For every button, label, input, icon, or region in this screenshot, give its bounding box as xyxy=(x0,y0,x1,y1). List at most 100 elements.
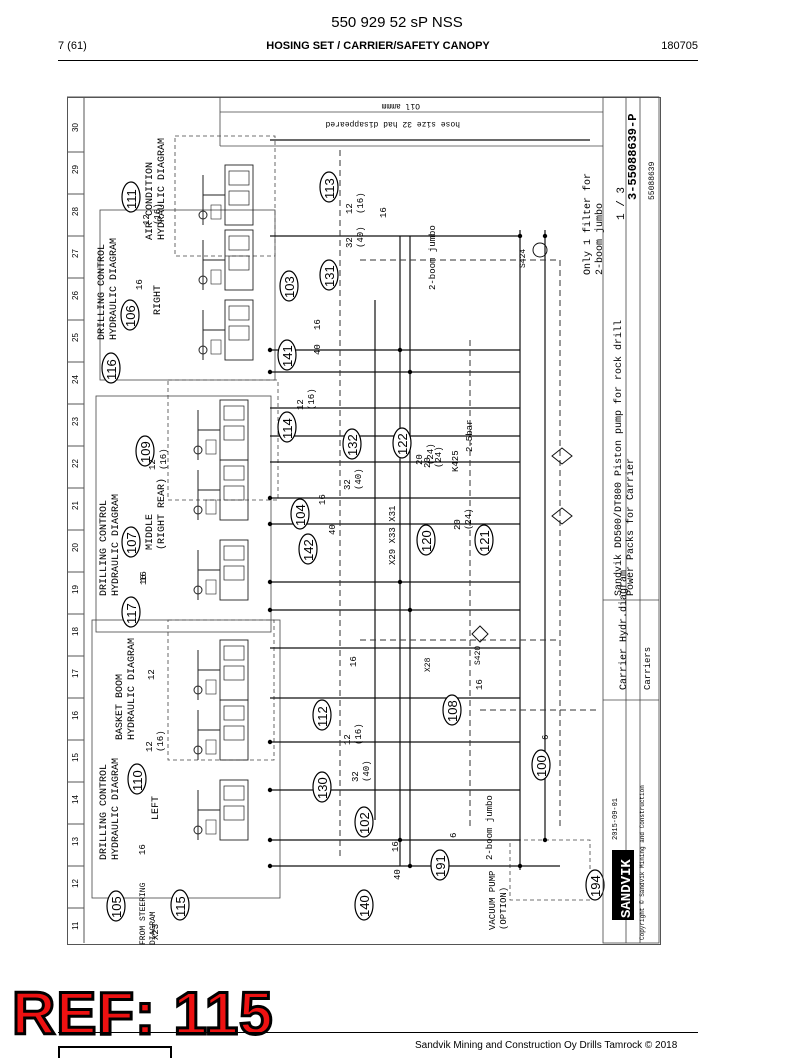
callout-122[interactable]: 122 xyxy=(392,427,412,459)
svg-text:3-55088639-P: 3-55088639-P xyxy=(626,114,640,200)
column-label-23: 23 xyxy=(71,417,80,426)
footer-divider xyxy=(58,1032,698,1033)
title-subtitle-2: Carriers xyxy=(643,647,653,690)
svg-text:Copyright © Sandvik Mining and: Copyright © Sandvik Mining and Construct… xyxy=(639,785,646,940)
junction-dot xyxy=(267,863,273,869)
callout-117[interactable]: 117 xyxy=(121,596,141,628)
valve-block xyxy=(193,779,249,841)
callout-115[interactable]: 115 xyxy=(170,889,190,921)
callout-121[interactable]: 121 xyxy=(474,524,494,556)
hose-size-103: 16 xyxy=(313,319,323,330)
callout-116[interactable]: 116 xyxy=(101,352,121,384)
callout-105[interactable]: 105 xyxy=(106,890,126,922)
callout-109[interactable]: 109 xyxy=(135,435,155,467)
svg-text:K425: K425 xyxy=(451,450,461,472)
callout-140[interactable]: 140 xyxy=(354,889,374,921)
callout-130[interactable]: 130 xyxy=(312,771,332,803)
svg-text:2.5bar: 2.5bar xyxy=(465,420,475,452)
title-subtitle: Carrier Hydr.diagram xyxy=(618,570,630,690)
hose-size-107: 16 xyxy=(139,574,149,585)
hose-size-105: 16 xyxy=(138,844,148,855)
svg-text:HYDRAULIC DIAGRAM: HYDRAULIC DIAGRAM xyxy=(109,238,120,340)
column-label-13: 13 xyxy=(71,837,80,846)
svg-text:(40): (40) xyxy=(356,226,366,248)
callout-131[interactable]: 131 xyxy=(319,259,339,291)
callout-191[interactable]: 191 xyxy=(430,849,450,881)
hose-size-104: 16 xyxy=(318,494,328,505)
svg-text:DRILLING CONTROL: DRILLING CONTROL xyxy=(97,244,108,340)
two-boom-label-a: 2-boom jumbo xyxy=(485,795,495,860)
callout-112[interactable]: 112 xyxy=(312,699,332,731)
hose-size-110: 12(16) xyxy=(145,730,166,752)
callout-106[interactable]: 106 xyxy=(120,299,140,331)
hose-size-141: 40 xyxy=(313,344,323,355)
svg-text:AIR CONDITION: AIR CONDITION xyxy=(145,162,156,240)
callout-107[interactable]: 107 xyxy=(121,526,141,558)
svg-text:SANDVIK: SANDVIK xyxy=(619,859,635,918)
callout-bubbles[interactable]: 105 115 140 191 194 102 130 110 112 108 100 117 107 1… xyxy=(101,171,605,922)
svg-text:6: 6 xyxy=(449,833,459,838)
svg-text:30: 30 xyxy=(71,123,80,132)
right-label: RIGHT xyxy=(153,285,164,315)
svg-text:X28: X28 xyxy=(424,657,433,672)
svg-text:16: 16 xyxy=(139,571,149,582)
column-label-22: 22 xyxy=(71,459,80,468)
svg-text:LEFT: LEFT xyxy=(151,796,162,820)
junction-dot xyxy=(517,863,523,869)
junction-dots xyxy=(267,233,548,869)
svg-text:12: 12 xyxy=(142,214,152,225)
column-label-28: 28 xyxy=(71,207,80,216)
basket-boom-box xyxy=(167,619,275,761)
svg-text:26: 26 xyxy=(71,291,80,300)
valve-blocks xyxy=(193,164,254,841)
svg-text:BASKET BOOM: BASKET BOOM xyxy=(115,674,126,740)
svg-text:104: 104 xyxy=(293,504,308,526)
callout-194[interactable]: 194 xyxy=(585,869,605,901)
callout-108[interactable]: 108 xyxy=(442,694,462,726)
callout-111[interactable]: 111 xyxy=(121,181,141,213)
svg-text:16: 16 xyxy=(71,711,80,720)
callout-100[interactable]: 100 xyxy=(531,749,551,781)
svg-text:112: 112 xyxy=(315,706,330,727)
callout-103[interactable]: 103 xyxy=(279,270,299,302)
junction-dot xyxy=(397,347,403,353)
callout-120[interactable]: 120 xyxy=(416,524,436,556)
callout-141[interactable]: 141 xyxy=(277,339,297,371)
svg-text:X29 X33 X31: X29 X33 X31 xyxy=(388,506,398,565)
reference-number: 55088639 xyxy=(648,161,657,200)
svg-text:103: 103 xyxy=(282,276,297,298)
svg-text:X23: X23 xyxy=(151,924,161,940)
callout-104[interactable]: 104 xyxy=(290,498,310,530)
title-block: Sandvik DD500/DT800 Piston pump for rock… xyxy=(325,101,657,940)
callout-114[interactable]: 114 xyxy=(277,411,297,443)
callout-142[interactable]: 142 xyxy=(298,533,318,565)
junction-dot xyxy=(542,837,548,843)
svg-text:16: 16 xyxy=(318,494,328,505)
brand-text: SANDVIK xyxy=(619,859,635,918)
svg-text:HYDRAULIC DIAGRAM: HYDRAULIC DIAGRAM xyxy=(127,638,138,740)
svg-text:16: 16 xyxy=(349,656,359,667)
hose-size-131: 32(40) xyxy=(345,226,366,248)
callout-113[interactable]: 113 xyxy=(319,171,339,203)
svg-text:(RIGHT REAR): (RIGHT REAR) xyxy=(156,478,168,550)
sheet-number: 1 / 3 xyxy=(616,187,628,220)
svg-text:12: 12 xyxy=(345,203,355,214)
svg-text:HYDRAULIC DIAGRAM: HYDRAULIC DIAGRAM xyxy=(111,494,122,596)
svg-text:114: 114 xyxy=(280,418,295,439)
svg-text:DIAGRAM: DIAGRAM xyxy=(149,911,158,945)
svg-text:18: 18 xyxy=(71,627,80,636)
svg-text:40: 40 xyxy=(393,869,403,880)
svg-text:194: 194 xyxy=(588,875,603,897)
callout-110[interactable]: 110 xyxy=(127,763,147,795)
callout-102[interactable]: 102 xyxy=(354,806,374,838)
svg-text:(16): (16) xyxy=(159,448,169,470)
middle-label: MIDDLE(RIGHT REAR) xyxy=(145,478,168,550)
callout-132[interactable]: 132 xyxy=(342,428,362,460)
revision-block: hose size 32 had disappeared xyxy=(325,119,460,128)
copyright-text: Copyright © Sandvik Mining and Construct… xyxy=(639,785,646,940)
svg-text:RIGHT: RIGHT xyxy=(153,285,164,315)
svg-text:32: 32 xyxy=(343,479,353,490)
